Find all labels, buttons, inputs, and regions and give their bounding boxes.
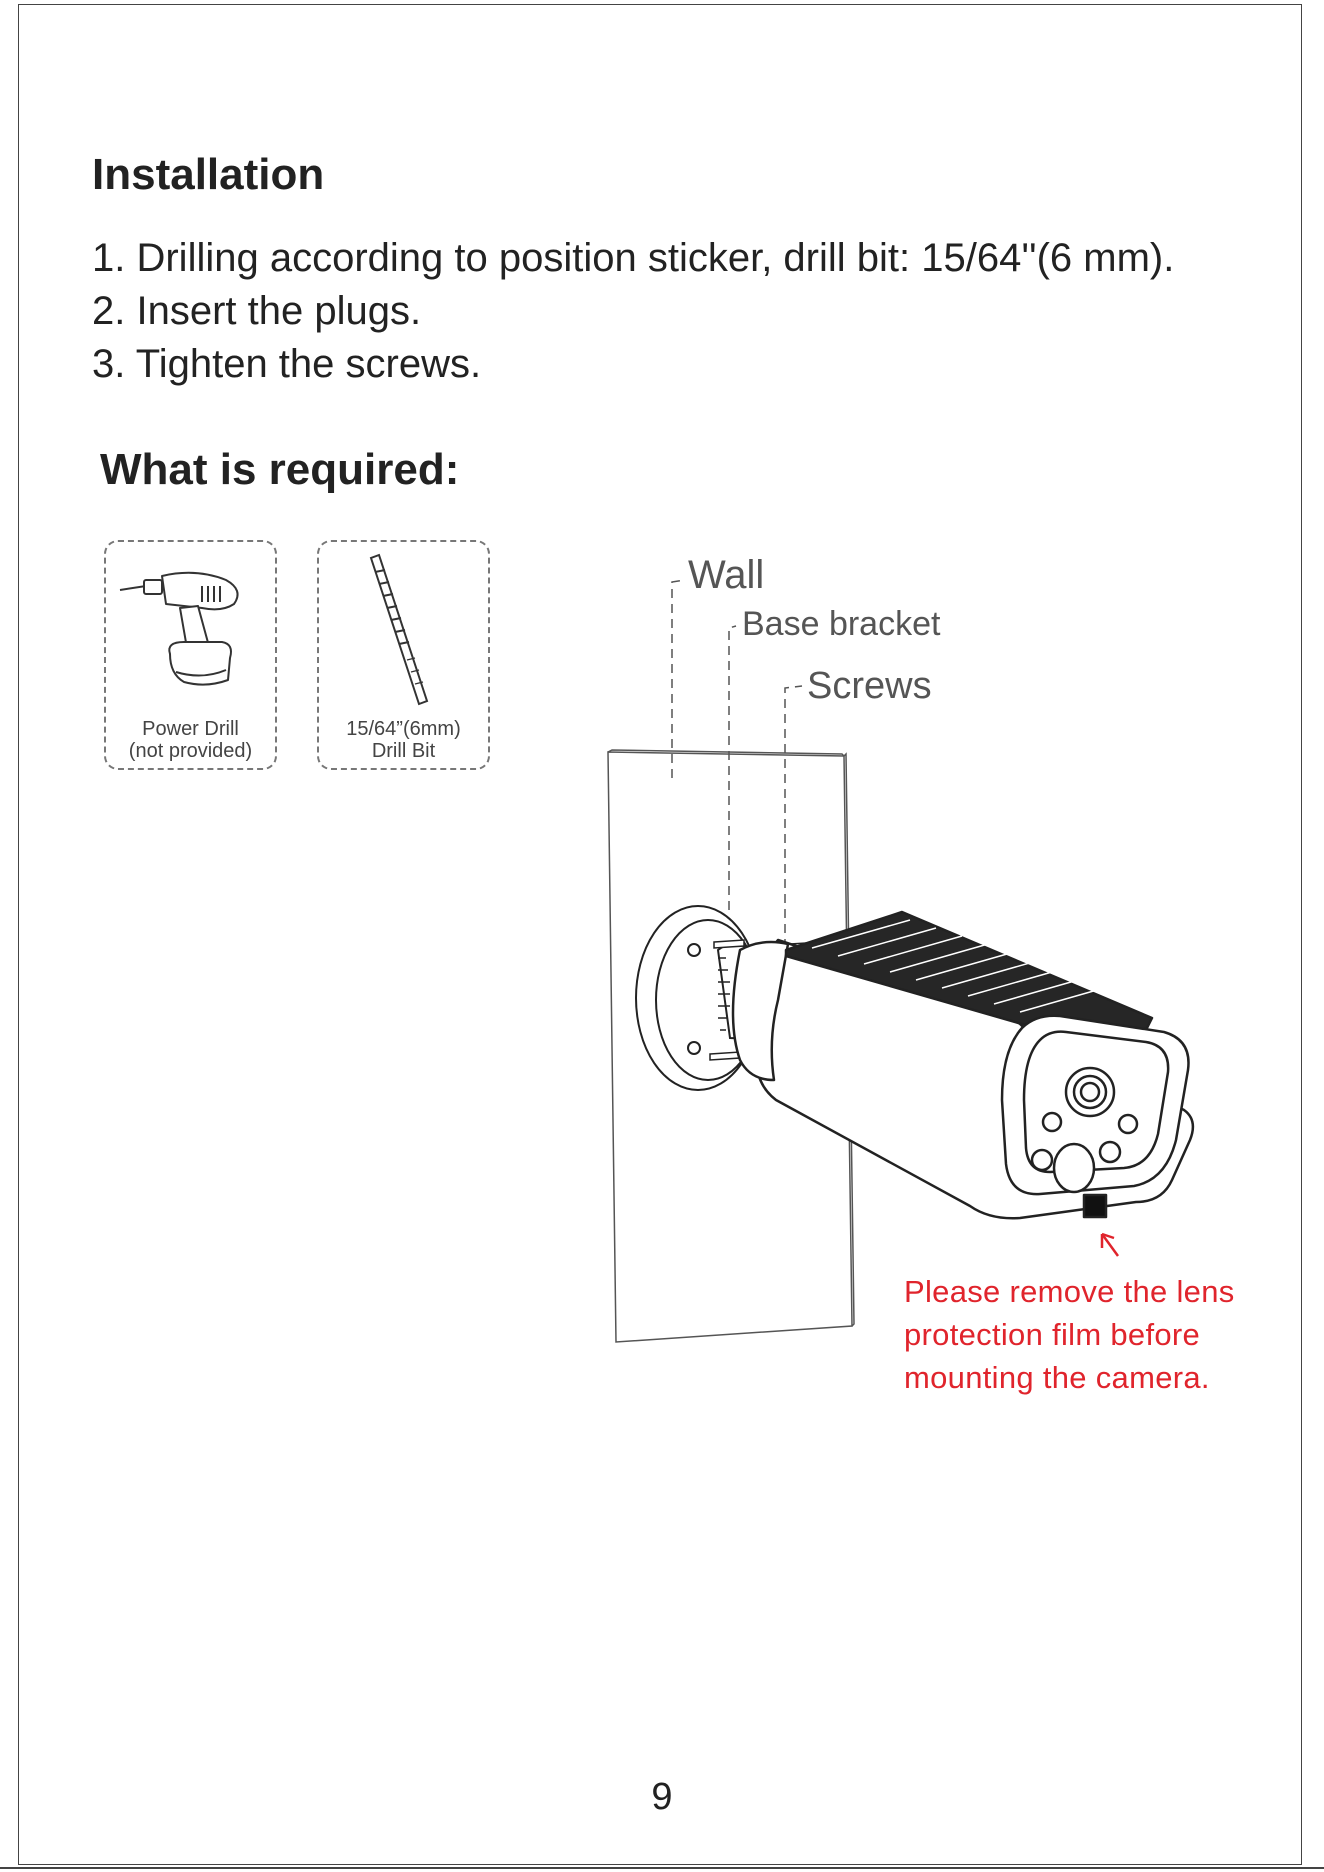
warning-line: mounting the camera.: [904, 1356, 1235, 1399]
warning-line: protection film before: [904, 1313, 1235, 1356]
tool-caption: 15/64”(6mm) Drill Bit: [319, 718, 488, 762]
callout-screws: Screws: [807, 665, 932, 708]
warning-arrow: [1102, 1234, 1118, 1256]
installation-steps: 1. Drilling according to position sticke…: [92, 232, 1174, 391]
tool-spec: 15/64”(6mm): [319, 718, 488, 740]
tool-card-drill-bit: 15/64”(6mm) Drill Bit: [317, 540, 490, 770]
step-item: 3. Tighten the screws.: [92, 338, 1174, 391]
tool-card-power-drill: Power Drill (not provided): [104, 540, 277, 770]
warning-line: Please remove the lens: [904, 1270, 1235, 1313]
bottom-rule: [0, 1867, 1324, 1869]
tool-name: Drill Bit: [319, 740, 488, 762]
callout-wall: Wall: [688, 553, 764, 598]
drill-bit-icon: [319, 542, 492, 718]
power-drill-icon: [106, 542, 279, 718]
page-number: 9: [0, 1776, 1324, 1819]
tool-name: Power Drill: [106, 718, 275, 740]
tool-note: (not provided): [106, 740, 275, 762]
callout-base-bracket: Base bracket: [742, 605, 940, 644]
mounting-diagram: [590, 540, 1280, 1360]
camera-body: [733, 912, 1193, 1218]
installation-heading: Installation: [92, 150, 324, 200]
step-item: 2. Insert the plugs.: [92, 285, 1174, 338]
tool-caption: Power Drill (not provided): [106, 718, 275, 762]
required-heading: What is required:: [100, 445, 459, 495]
lens-film-warning: Please remove the lens protection film b…: [904, 1270, 1235, 1399]
step-item: 1. Drilling according to position sticke…: [92, 232, 1174, 285]
